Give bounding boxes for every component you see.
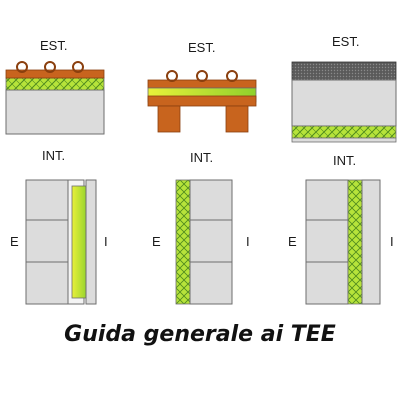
exterior-side-label-3: E bbox=[288, 234, 297, 249]
interior-side-label-2: I bbox=[246, 234, 250, 249]
exterior-side-label-1: E bbox=[10, 234, 19, 249]
interior-side-label-3: I bbox=[390, 234, 394, 249]
wall-detail-1 bbox=[25, 179, 97, 305]
est-label-2: EST. bbox=[188, 40, 216, 55]
est-label-3: EST. bbox=[332, 34, 360, 49]
wall-detail-3 bbox=[305, 179, 381, 305]
int-label-1: INT. bbox=[42, 148, 66, 163]
exterior-side-label-2: E bbox=[152, 234, 161, 249]
int-label-2: INT. bbox=[190, 150, 214, 165]
caption-title: Guida generale ai TEE bbox=[64, 322, 336, 347]
roof-detail-3 bbox=[291, 61, 397, 143]
wall-detail-2 bbox=[175, 179, 233, 305]
int-label-3: INT. bbox=[333, 153, 357, 168]
interior-side-label-1: I bbox=[104, 234, 108, 249]
roof-detail-2 bbox=[147, 70, 257, 133]
est-label-1: EST. bbox=[40, 38, 68, 53]
roof-detail-1 bbox=[5, 61, 105, 135]
